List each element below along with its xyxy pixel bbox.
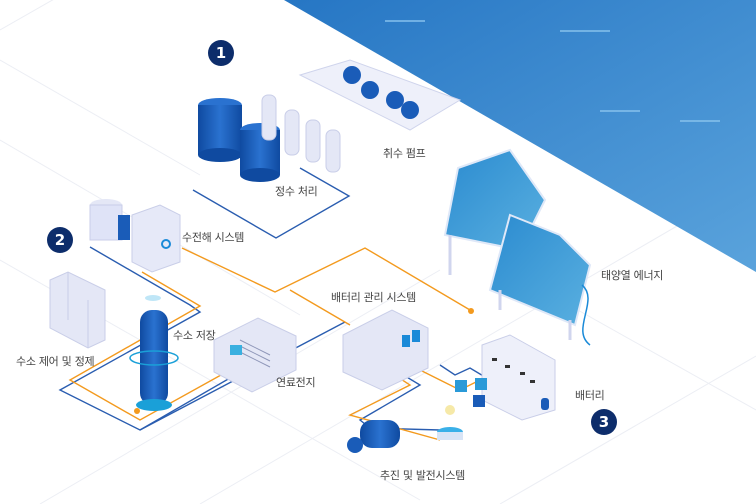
propulsion-motor: [347, 420, 400, 453]
label-electrolysis: 수전해 시스템: [182, 231, 245, 244]
step-badge-1: 1: [208, 40, 234, 66]
label-fuel-cell: 연료전지: [276, 376, 316, 389]
sea-sparkles: [385, 20, 720, 122]
hydrogen-storage-tank: [129, 295, 179, 411]
label-hydrogen-storage: 수소 저장: [173, 329, 216, 342]
fuel-cell-unit: [213, 317, 297, 393]
sea-area: [284, 0, 756, 272]
label-propulsion: 추진 및 발전시스템: [380, 469, 465, 482]
solar-panels: [443, 148, 592, 346]
battery-management-unit: [342, 309, 429, 391]
step-badge-3: 3: [591, 409, 617, 435]
hydrogen-control-cabinet: [49, 271, 106, 349]
step-badge-2: 2: [47, 227, 73, 253]
generator-light: [437, 405, 463, 440]
label-solar: 태양열 에너지: [601, 269, 664, 282]
blue-line-endpoint: [134, 408, 140, 414]
label-intake-pump: 취수 펌프: [383, 147, 426, 160]
battery-cabinet: [455, 334, 556, 421]
label-water-treatment: 정수 처리: [275, 185, 318, 198]
intake-pumps: [298, 59, 462, 131]
orange-line-endpoint: [468, 308, 474, 314]
water-treatment-tanks: [198, 94, 341, 182]
electrolysis-unit: [89, 199, 181, 273]
label-hydrogen-control: 수소 제어 및 정제: [16, 355, 95, 368]
label-bms: 배터리 관리 시스템: [331, 291, 416, 304]
label-battery: 배터리: [575, 389, 605, 402]
blue-connection-lines: [58, 167, 491, 431]
